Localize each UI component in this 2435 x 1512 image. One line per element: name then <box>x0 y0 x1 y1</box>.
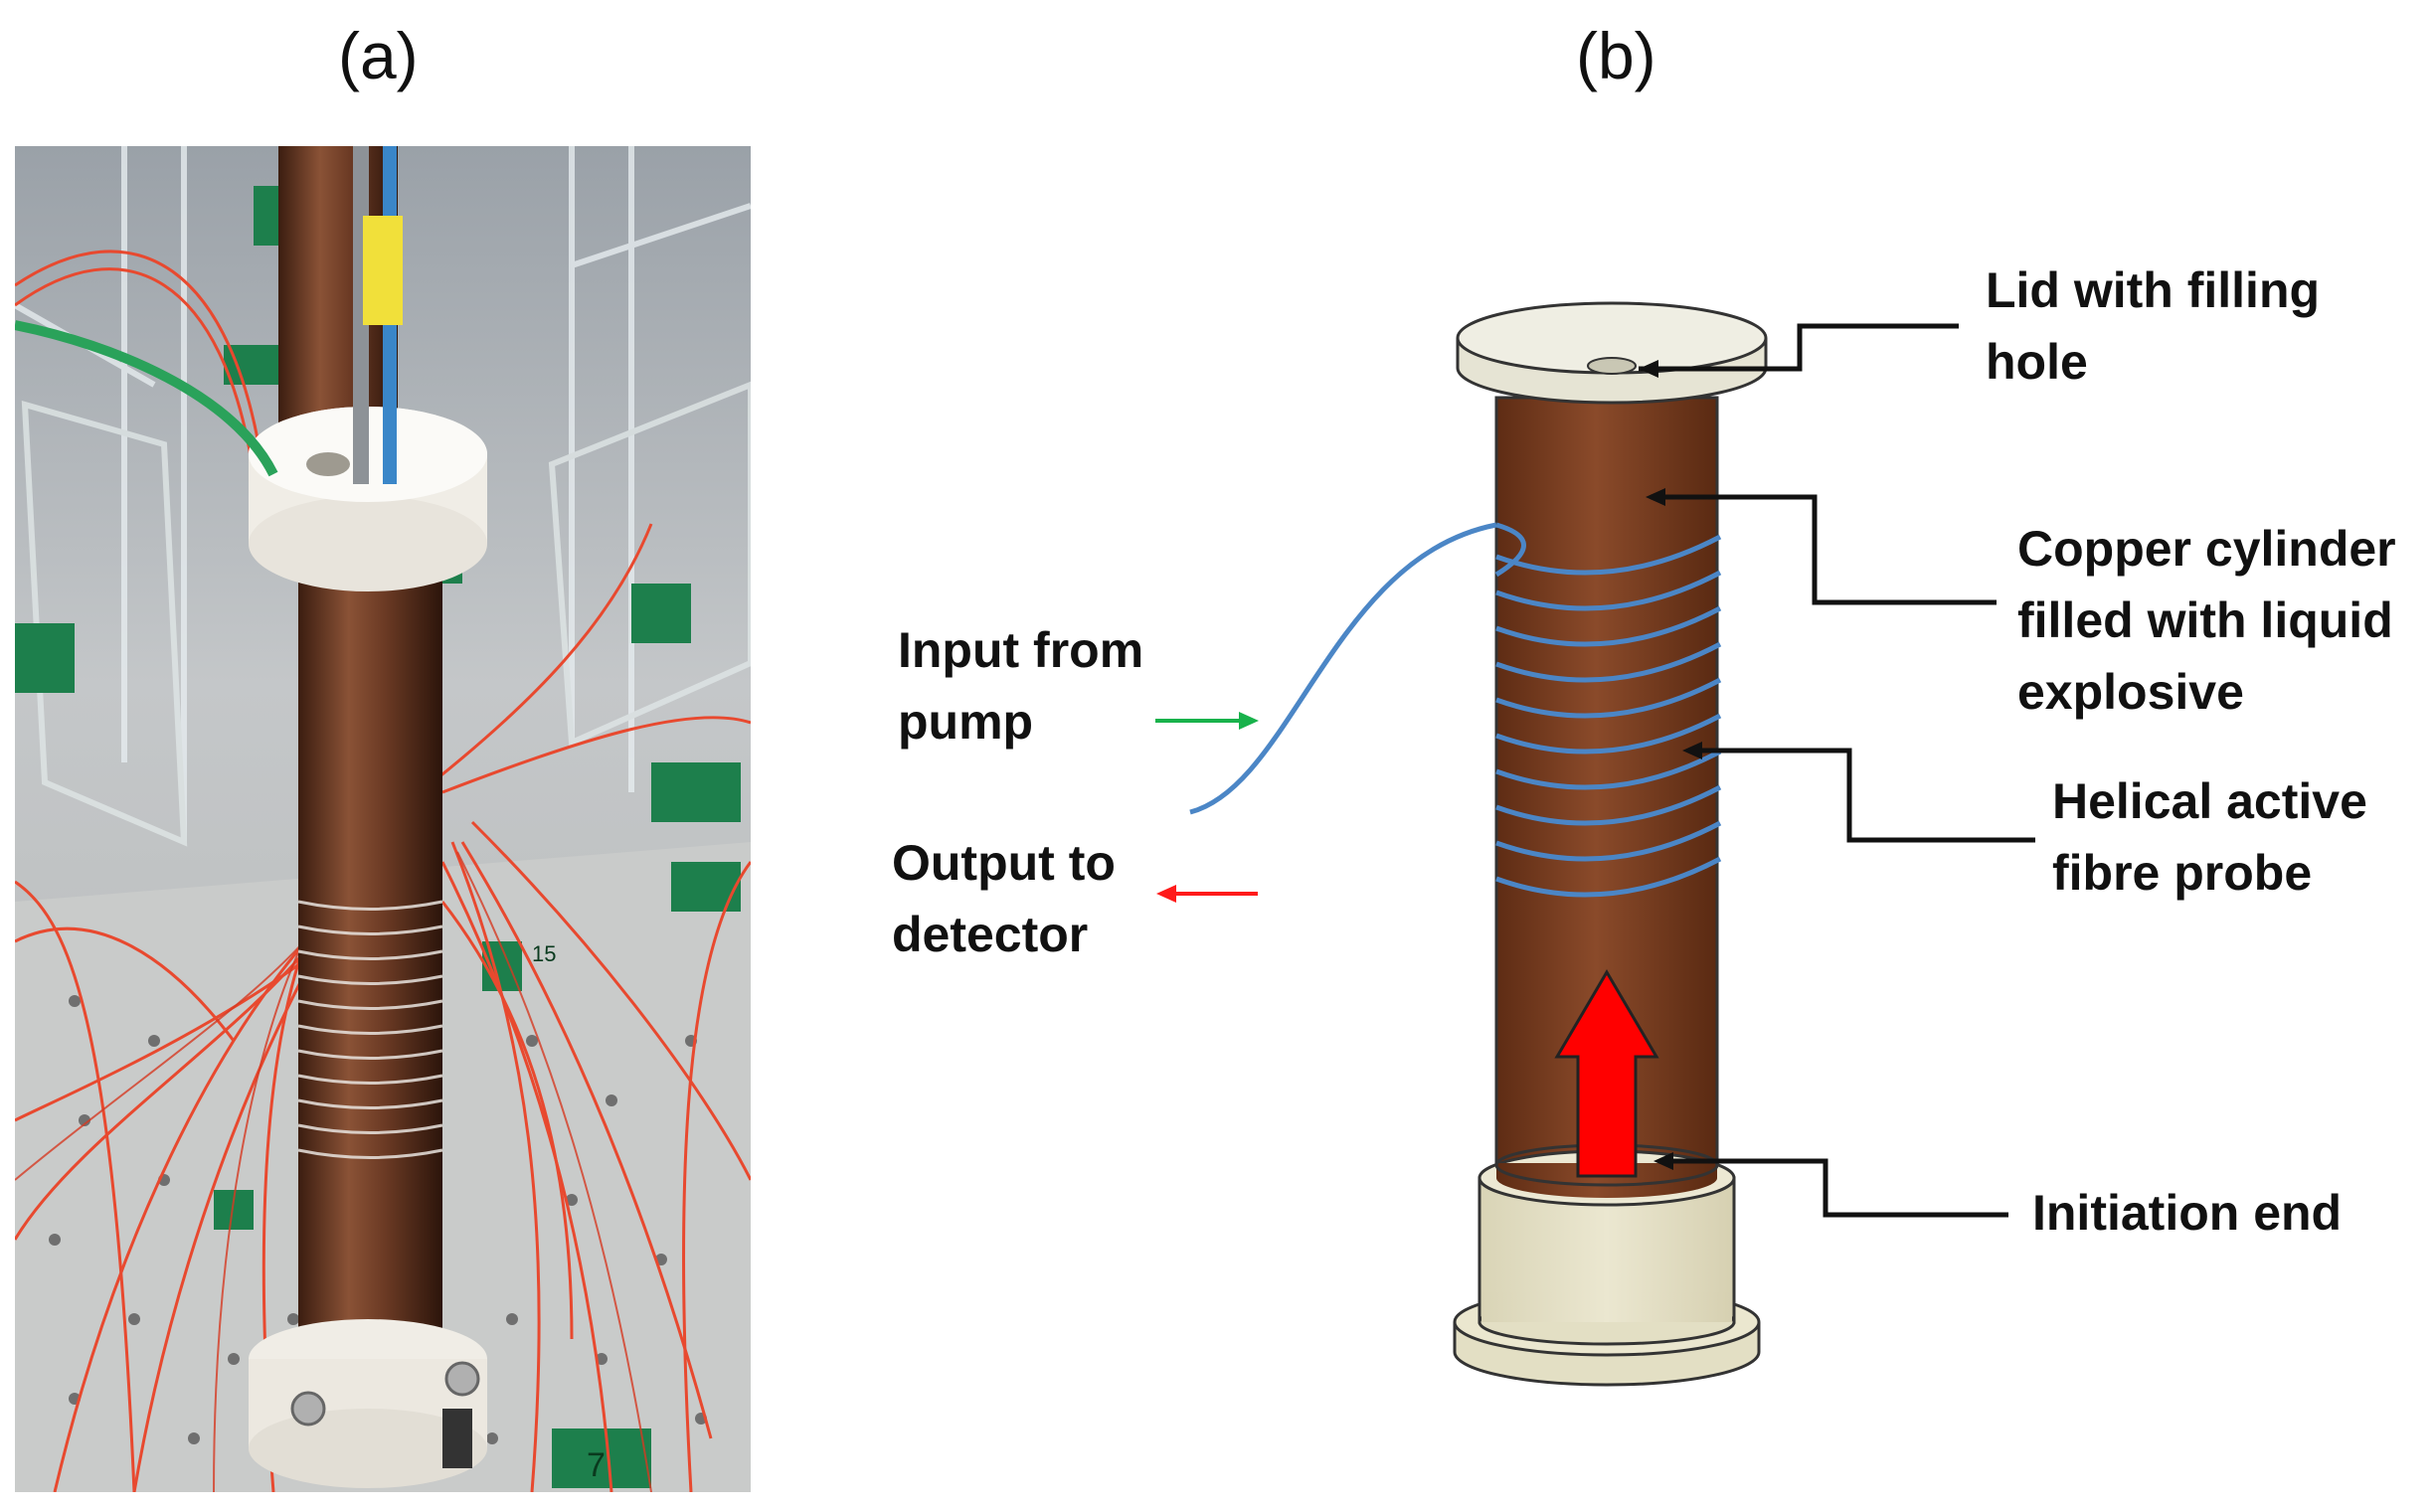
callout-lid-line1: Lid with filling <box>1986 262 2321 318</box>
callout-input-line1: Input from <box>898 622 1144 678</box>
base-bolt-left <box>290 1391 326 1427</box>
copper-cylinder <box>1494 396 1719 1200</box>
rig-photo: 7 15 <box>15 146 751 1492</box>
input-arrow <box>1155 712 1259 730</box>
callout-copper-line2: filled with liquid <box>2017 592 2393 648</box>
green-lead <box>15 320 278 477</box>
callout-output-line1: Output to <box>892 835 1116 891</box>
panel-label-a: (a) <box>338 19 419 92</box>
filling-hole <box>1587 357 1637 375</box>
leader-lines <box>1639 323 2035 1218</box>
copper-rod <box>298 524 442 1399</box>
panel-label-b: (b) <box>1576 19 1656 92</box>
callout-output: Output to detector <box>892 827 1116 970</box>
initiation-base <box>1453 1143 1761 1387</box>
callout-helical: Helical active fibre probe <box>2052 765 2367 909</box>
callout-input-line2: pump <box>898 694 1034 750</box>
leader-arrowheads <box>1639 360 1702 1170</box>
callout-copper: Copper cylinder filled with liquid explo… <box>2017 513 2396 728</box>
lid <box>1456 301 1768 405</box>
callout-helical-line2: fibre probe <box>2052 845 2313 901</box>
callout-copper-line3: explosive <box>2017 664 2244 720</box>
connector <box>442 1409 472 1468</box>
photo-tag-seven: 7 <box>587 1446 606 1484</box>
callout-lid-line2: hole <box>1986 334 2088 390</box>
yellow-label <box>363 216 403 325</box>
photo-tag-fifteen: 15 <box>532 941 556 966</box>
base-bolt-right <box>444 1361 480 1397</box>
callout-initiation-line1: Initiation end <box>2032 1185 2343 1241</box>
callout-lid: Lid with filling hole <box>1986 254 2320 398</box>
callout-helical-line1: Helical active <box>2052 773 2367 829</box>
rod-fibre-coil <box>297 900 443 1159</box>
detonation-direction-arrow <box>1554 969 1659 1178</box>
output-arrow <box>1156 885 1258 903</box>
callout-initiation: Initiation end <box>2032 1177 2342 1249</box>
callout-output-line2: detector <box>892 907 1089 962</box>
callout-copper-line1: Copper cylinder <box>2017 521 2396 577</box>
red-fibre-bundle <box>15 250 751 1492</box>
helical-fibre <box>1189 522 1722 898</box>
callout-input: Input from pump <box>898 614 1143 757</box>
